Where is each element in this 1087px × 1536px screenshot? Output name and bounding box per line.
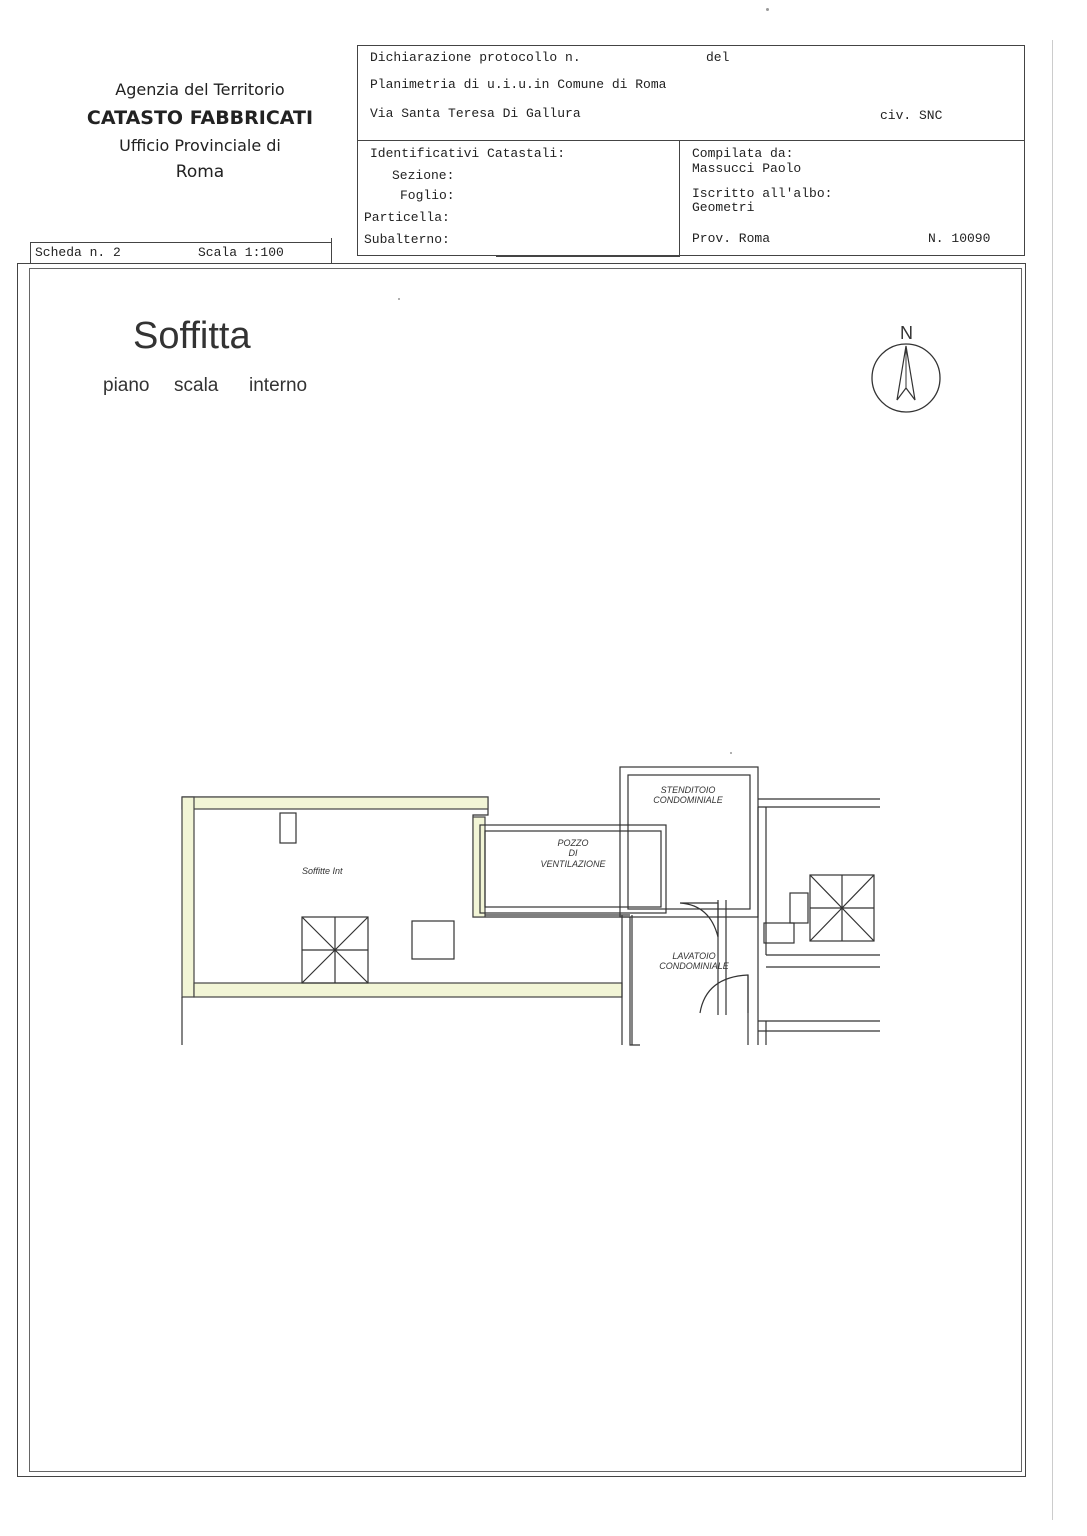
scan-speck [398, 298, 400, 300]
plan-label-pozzo-3: VENTILAZIONE [540, 859, 606, 869]
chimney [411, 920, 455, 960]
interno-label: interno [249, 375, 308, 396]
scale-label: Scala 1:100 [198, 245, 284, 260]
soffitta-bottom-wall [193, 982, 623, 998]
drawing-frame-inner [29, 268, 1022, 1472]
piano-label: piano [103, 375, 150, 396]
plan-label-stenditoio-1: STENDITOIO [661, 785, 716, 795]
header-bottom-box [357, 140, 1025, 256]
planimetria-text: Planimetria di u.i.u.in Comune di Roma [370, 77, 667, 92]
foglio-label: Foglio: [400, 188, 455, 203]
header-divider [679, 140, 680, 256]
soffitta-right-wall [472, 816, 486, 918]
agency-name: Agenzia del Territorio [115, 80, 285, 99]
protocol-del: del [706, 50, 730, 65]
plan-label-pozzo-1: POZZO [558, 838, 589, 848]
door-arc-2 [699, 974, 749, 1014]
civic-number: civ. SNC [880, 108, 943, 123]
particella-label: Particella: [364, 210, 450, 225]
subalterno-underline [496, 256, 680, 257]
pozzo-ventilazione [484, 830, 662, 908]
north-letter: N [900, 323, 913, 343]
iscritto-label: Iscritto all'albo: [692, 186, 833, 201]
agency-city: Roma [175, 162, 225, 182]
subalterno-label: Subalterno: [364, 232, 450, 247]
compiler-name: Massucci Paolo [692, 161, 802, 176]
albo-value: Geometri [692, 200, 755, 215]
agency-office: Ufficio Provinciale di [119, 136, 281, 155]
sezione-label: Sezione: [392, 168, 455, 183]
soffitta-wall-outer [182, 796, 640, 1046]
plan-label-pozzo-2: DI [569, 848, 578, 858]
drawing-frame [17, 263, 1026, 1477]
address-text: Via Santa Teresa Di Gallura [370, 106, 581, 121]
door-arc-1 [679, 902, 719, 938]
soffitta-left-wall [181, 796, 195, 998]
plan-label-lavatoio-2: CONDOMINIALE [659, 961, 730, 971]
plan-label-lavatoio-1: LAVATOIO [672, 951, 715, 961]
identifiers-title: Identificativi Catastali: [370, 146, 566, 161]
plan-label-stenditoio-2: CONDOMINIALE [653, 795, 724, 805]
registration-number: N. 10090 [928, 231, 991, 246]
scala-label: scala [174, 375, 219, 396]
province: Prov. Roma [692, 231, 771, 246]
scan-edge-line [1052, 40, 1053, 1520]
compass-icon [871, 343, 941, 413]
hatch [279, 812, 297, 844]
protocol-label: Dichiarazione protocollo n. [370, 50, 581, 65]
floor-plan: Soffitte Int STENDITOIO CONDOMINIALE POZ… [181, 766, 880, 1046]
scan-speck [766, 8, 769, 11]
scan-speck [730, 752, 732, 754]
compilata-label: Compilata da: [692, 146, 794, 161]
floor-title: Soffitta [133, 315, 251, 357]
soffitta-top-wall [181, 796, 489, 810]
scheda-number: Scheda n. 2 [35, 245, 121, 260]
plan-label-soffitta: Soffitte Int [302, 866, 343, 876]
agency-catasto: CATASTO FABBRICATI [86, 107, 314, 129]
